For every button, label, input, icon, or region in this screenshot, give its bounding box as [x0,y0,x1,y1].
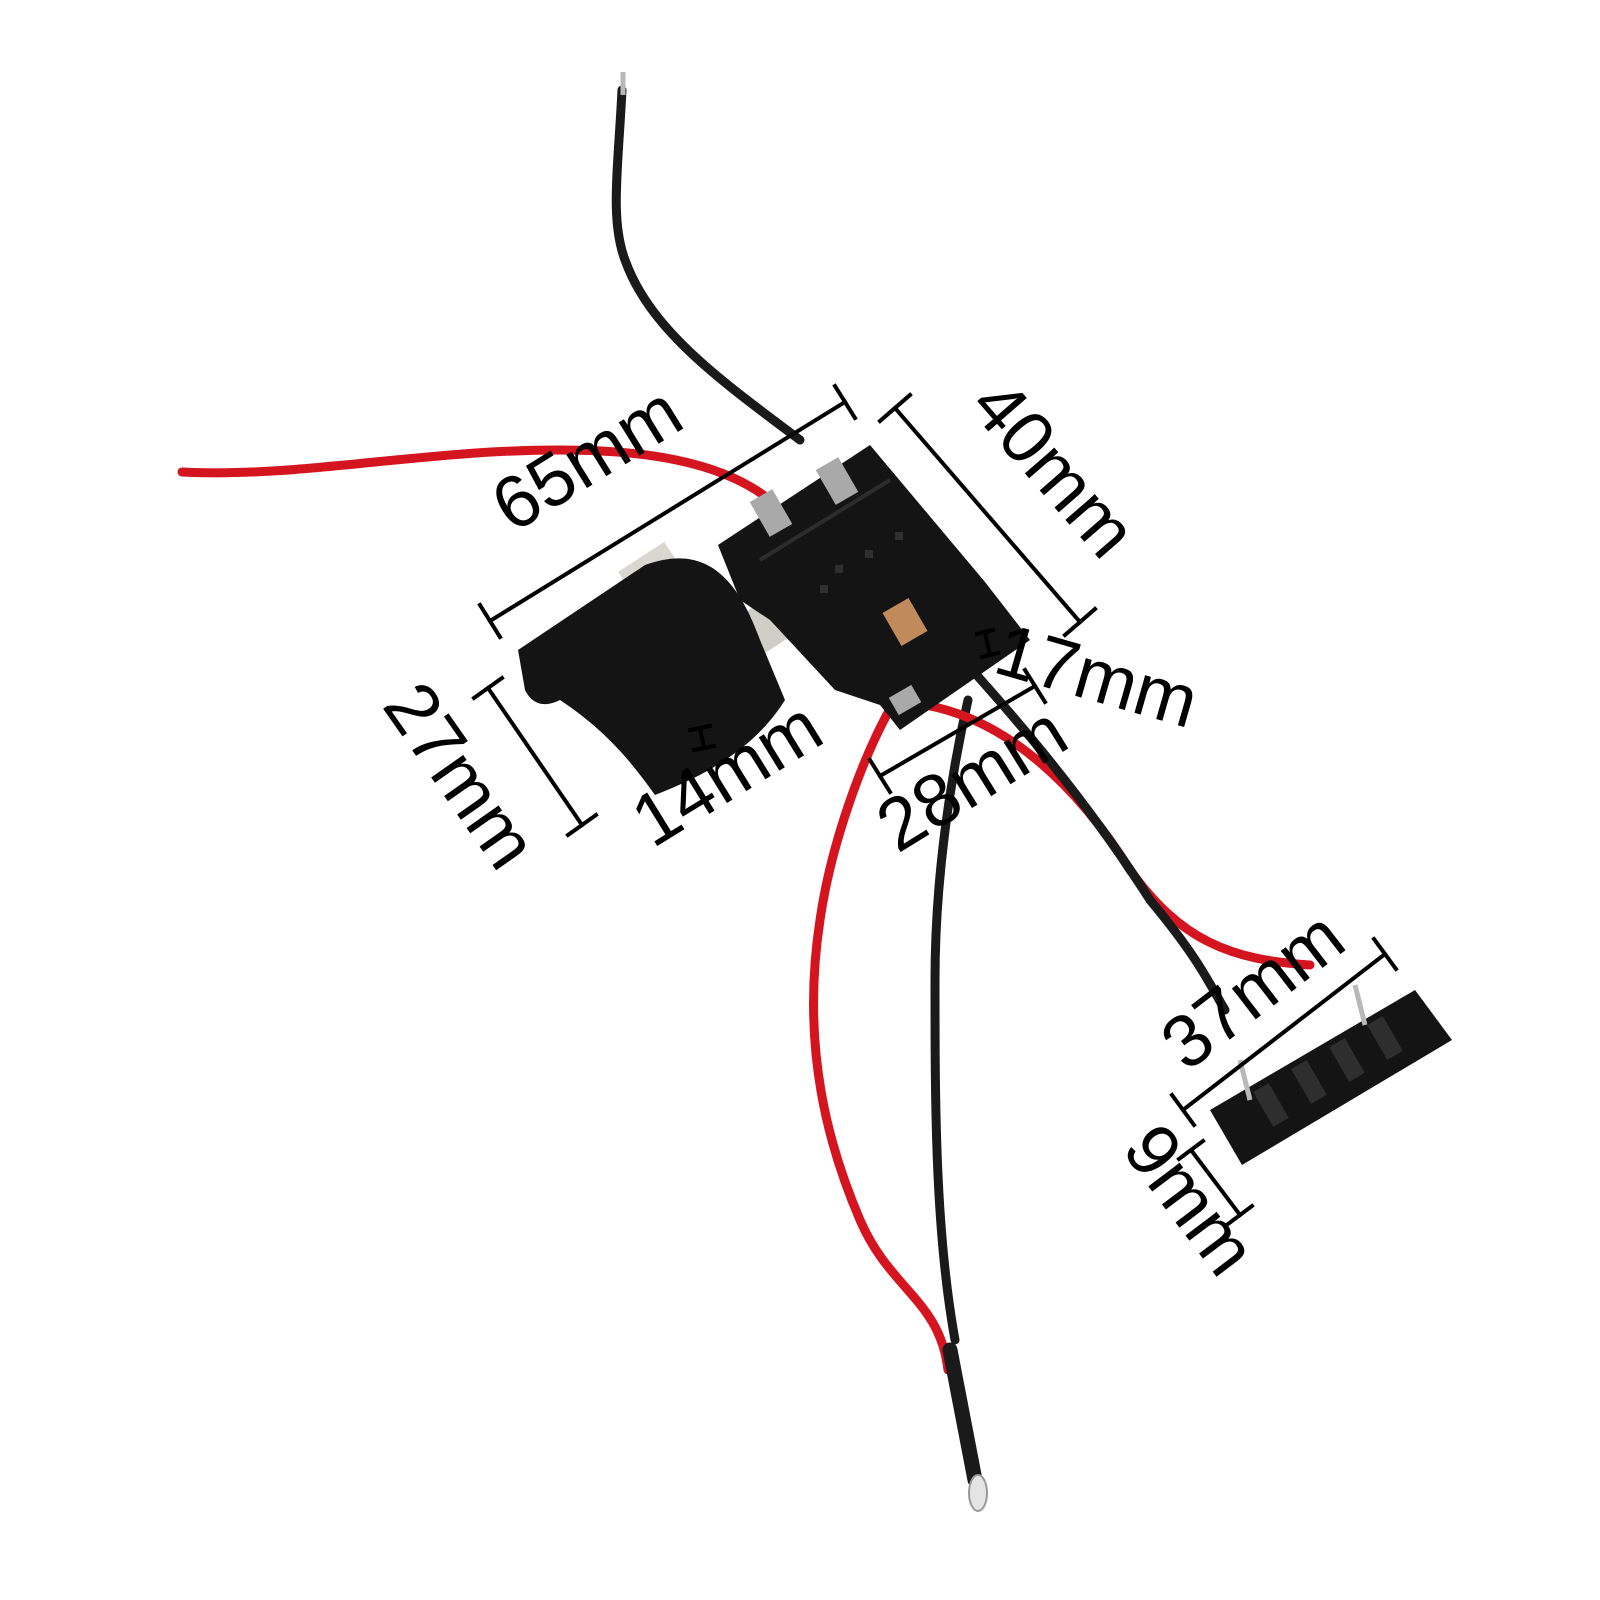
black-wire-lower [930,695,973,1345]
terminal-right [815,457,859,505]
wires [177,72,1315,1512]
body-vents [820,532,903,593]
connector-pin-b [1352,984,1368,1026]
terminal-left [749,489,793,537]
black-wire-top [611,85,805,445]
switch-body [718,445,1030,730]
red-wire-lower [809,695,953,1375]
dim-label-trigger-height: 27mm [368,667,554,883]
connector-ribs [1253,1016,1403,1127]
dim-label-height: 40mm [955,363,1153,573]
black-wire-right [940,635,1230,1015]
trigger [518,558,785,795]
terminal-bottom [888,684,922,716]
terminal-copper [882,598,928,646]
trigger-switch [518,445,1030,795]
led-bulb [968,1474,988,1512]
dim-label-length: 65mm [477,369,696,548]
led-sleeve [942,1342,983,1488]
body-ridge [758,478,892,562]
battery-connector [1210,984,1452,1165]
solder-terminals [749,457,928,716]
red-wire-left [177,445,775,505]
